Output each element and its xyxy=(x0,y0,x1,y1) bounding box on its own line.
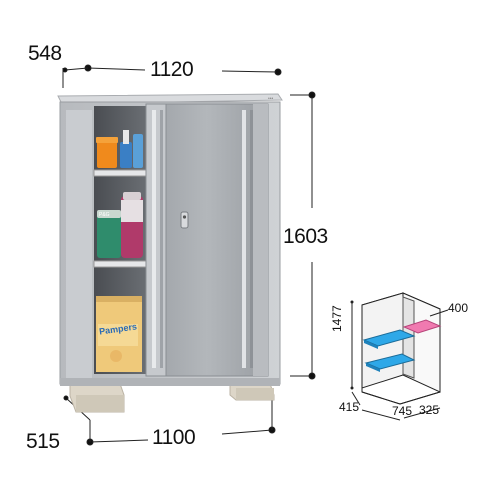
interior-height-label: 1477 xyxy=(330,305,344,332)
interior-width-right-label: 325 xyxy=(419,403,440,417)
interior-width-left-label: 745 xyxy=(392,404,413,418)
svg-text:•••: ••• xyxy=(268,96,274,102)
width-bottom-label: 1100 xyxy=(152,426,196,449)
dimension-lines xyxy=(62,64,316,446)
pampers-box-sublabel: P&G xyxy=(99,212,110,218)
sliding-door xyxy=(145,103,269,377)
height-label: 1603 xyxy=(283,225,328,248)
depth-top-label: 548 xyxy=(28,42,62,65)
interior-shelf-depth-label: 400 xyxy=(448,301,469,315)
cabinet-interior xyxy=(93,106,147,374)
interior-layout-diagram xyxy=(350,292,449,421)
interior-depth-label: 415 xyxy=(339,400,360,414)
depth-bottom-label: 515 xyxy=(26,430,60,453)
width-top-label: 1120 xyxy=(150,58,194,81)
